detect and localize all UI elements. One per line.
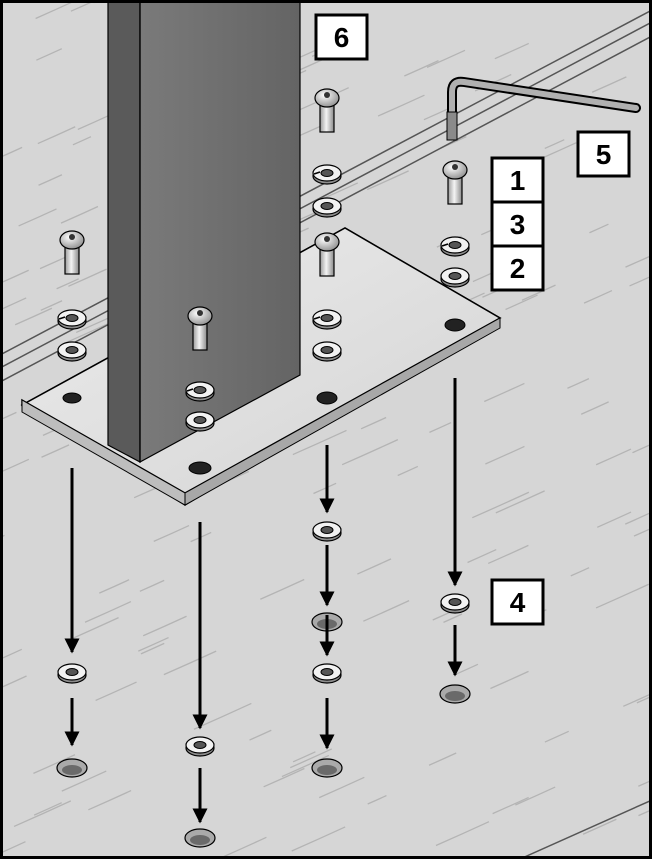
callout-3-label: 3 (510, 209, 526, 240)
square-post (107, 0, 301, 464)
lock-washer-right-hole (448, 241, 462, 249)
lock-washer-right-split (441, 243, 449, 247)
anchor-hole-4-inner (445, 691, 465, 701)
hardware (56, 88, 471, 848)
flat-washer-right-hole (448, 272, 462, 280)
callout-2: 2 (490, 244, 545, 292)
anchor-hole-2-inner (190, 835, 210, 845)
under-washer-3a-hole (320, 526, 334, 534)
hex-key-icon (446, 76, 641, 141)
flat-washer-top-hole (320, 202, 334, 210)
bolt-center-socket (197, 310, 203, 316)
callout-3: 3 (490, 200, 545, 248)
under-washer-3b-hole (320, 668, 334, 676)
bolt-back-socket (324, 236, 330, 242)
anchor-hole-1-inner (62, 765, 82, 775)
bolt-top-socket (324, 92, 330, 98)
callout-4-label: 4 (510, 587, 526, 618)
lock-washer-back-hole (320, 314, 334, 322)
callout-1-label: 1 (510, 165, 526, 196)
lock-washer-center-hole (193, 386, 207, 394)
callout-1: 1 (490, 156, 545, 204)
under-washer-1-hole (65, 668, 79, 676)
flat-washer-back-hole (320, 346, 334, 354)
lock-washer-top-split (313, 171, 321, 175)
bolt-right-socket (452, 164, 458, 170)
under-washer-4-hole (448, 598, 462, 606)
lock-washer-center-split (186, 388, 194, 392)
callout-4: 4 (490, 578, 545, 626)
callout-5-label: 5 (596, 139, 612, 170)
flat-washer-left-hole (65, 346, 79, 354)
arrows (64, 378, 463, 824)
callout-6: 6 (314, 13, 369, 61)
lock-washer-back-split (313, 316, 321, 320)
callout-2-label: 2 (510, 253, 526, 284)
lock-washer-top-hole (320, 169, 334, 177)
lock-washer-left-hole (65, 314, 79, 322)
anchor-hole-3b-inner (317, 765, 337, 775)
flat-washer-center-hole (193, 416, 207, 424)
lock-washer-left-split (58, 316, 66, 320)
callout-6-label: 6 (334, 22, 350, 53)
plate-holes (62, 318, 466, 475)
callout-5: 5 (576, 130, 631, 178)
bolt-left-socket (69, 234, 75, 240)
under-washer-2-hole (193, 741, 207, 749)
